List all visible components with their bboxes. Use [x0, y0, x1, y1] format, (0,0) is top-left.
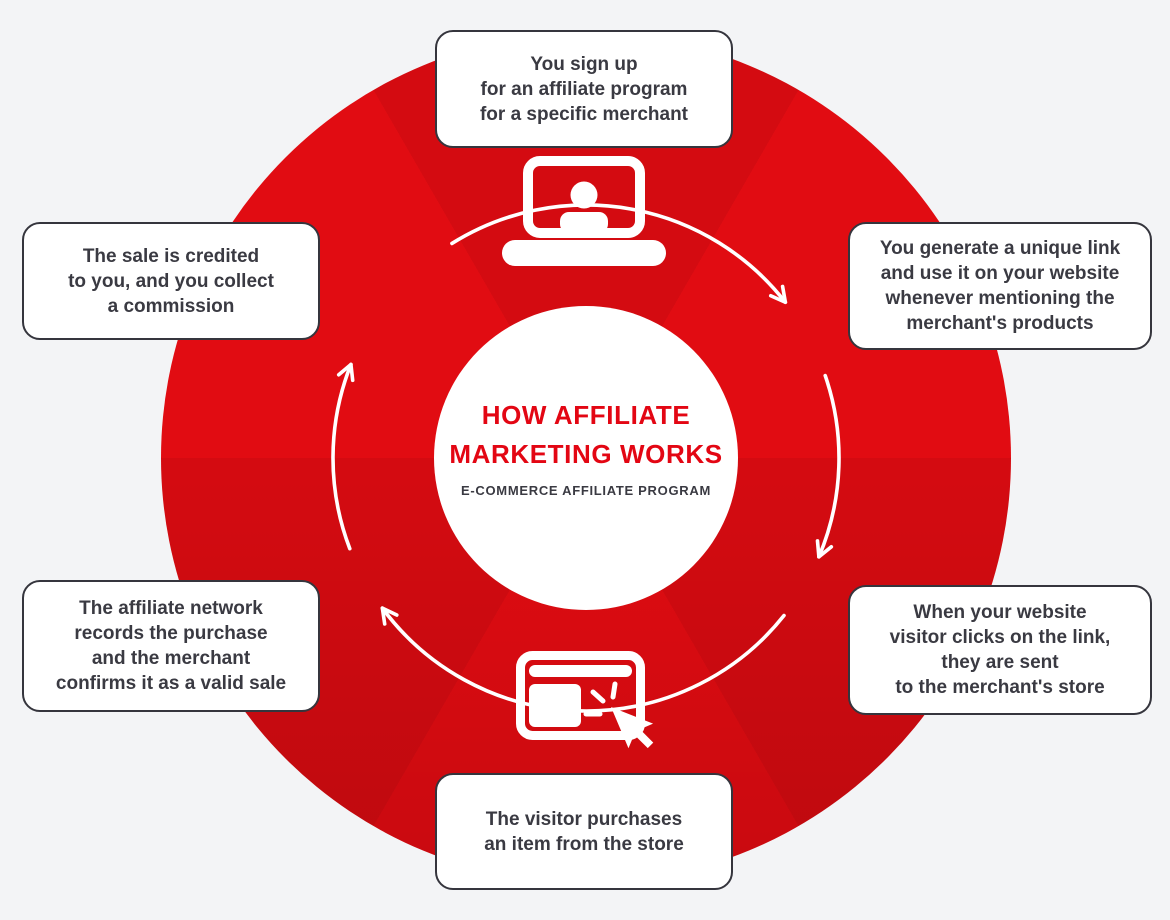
- center-hub-circle: [434, 306, 738, 610]
- step-text-commission: The sale is credited to you, and you col…: [68, 245, 274, 317]
- browser-top-bar: [529, 665, 632, 677]
- step-card-network-records: The affiliate network records the purcha…: [22, 580, 320, 712]
- laptop-user-icon: [502, 156, 666, 266]
- diagram-subtitle: E-COMMERCE AFFILIATE PROGRAM: [461, 483, 711, 498]
- step-text-sign-up: You sign up for an affiliate program for…: [479, 53, 689, 125]
- step-text-visitor-purchases: The visitor purchases an item from the s…: [484, 808, 684, 855]
- step-card-commission: The sale is credited to you, and you col…: [22, 222, 320, 340]
- diagram-title-line2: MARKETING WORKS: [449, 439, 723, 469]
- step-card-visitor-clicks: When your website visitor clicks on the …: [848, 585, 1152, 715]
- step-text-network-records: The affiliate network records the purcha…: [55, 598, 287, 694]
- step-text-generate-link: You generate a unique link and use it on…: [879, 238, 1121, 334]
- laptop-base: [502, 240, 666, 266]
- browser-left-panel: [529, 684, 581, 727]
- cursor-pointer: [611, 707, 654, 749]
- step-card-generate-link: You generate a unique link and use it on…: [848, 222, 1152, 350]
- step-text-visitor-clicks: When your website visitor clicks on the …: [889, 602, 1111, 698]
- browser-click-icon: [516, 651, 666, 769]
- click-burst: [583, 681, 618, 717]
- center-title-block: HOW AFFILIATE MARKETING WORKS E-COMMERCE…: [406, 396, 766, 498]
- user-head: [570, 181, 598, 209]
- diagram-title-line1: HOW AFFILIATE: [481, 400, 691, 430]
- step-card-visitor-purchases: The visitor purchases an item from the s…: [435, 773, 733, 890]
- step-card-sign-up: You sign up for an affiliate program for…: [435, 30, 733, 148]
- user-shoulders: [560, 212, 608, 233]
